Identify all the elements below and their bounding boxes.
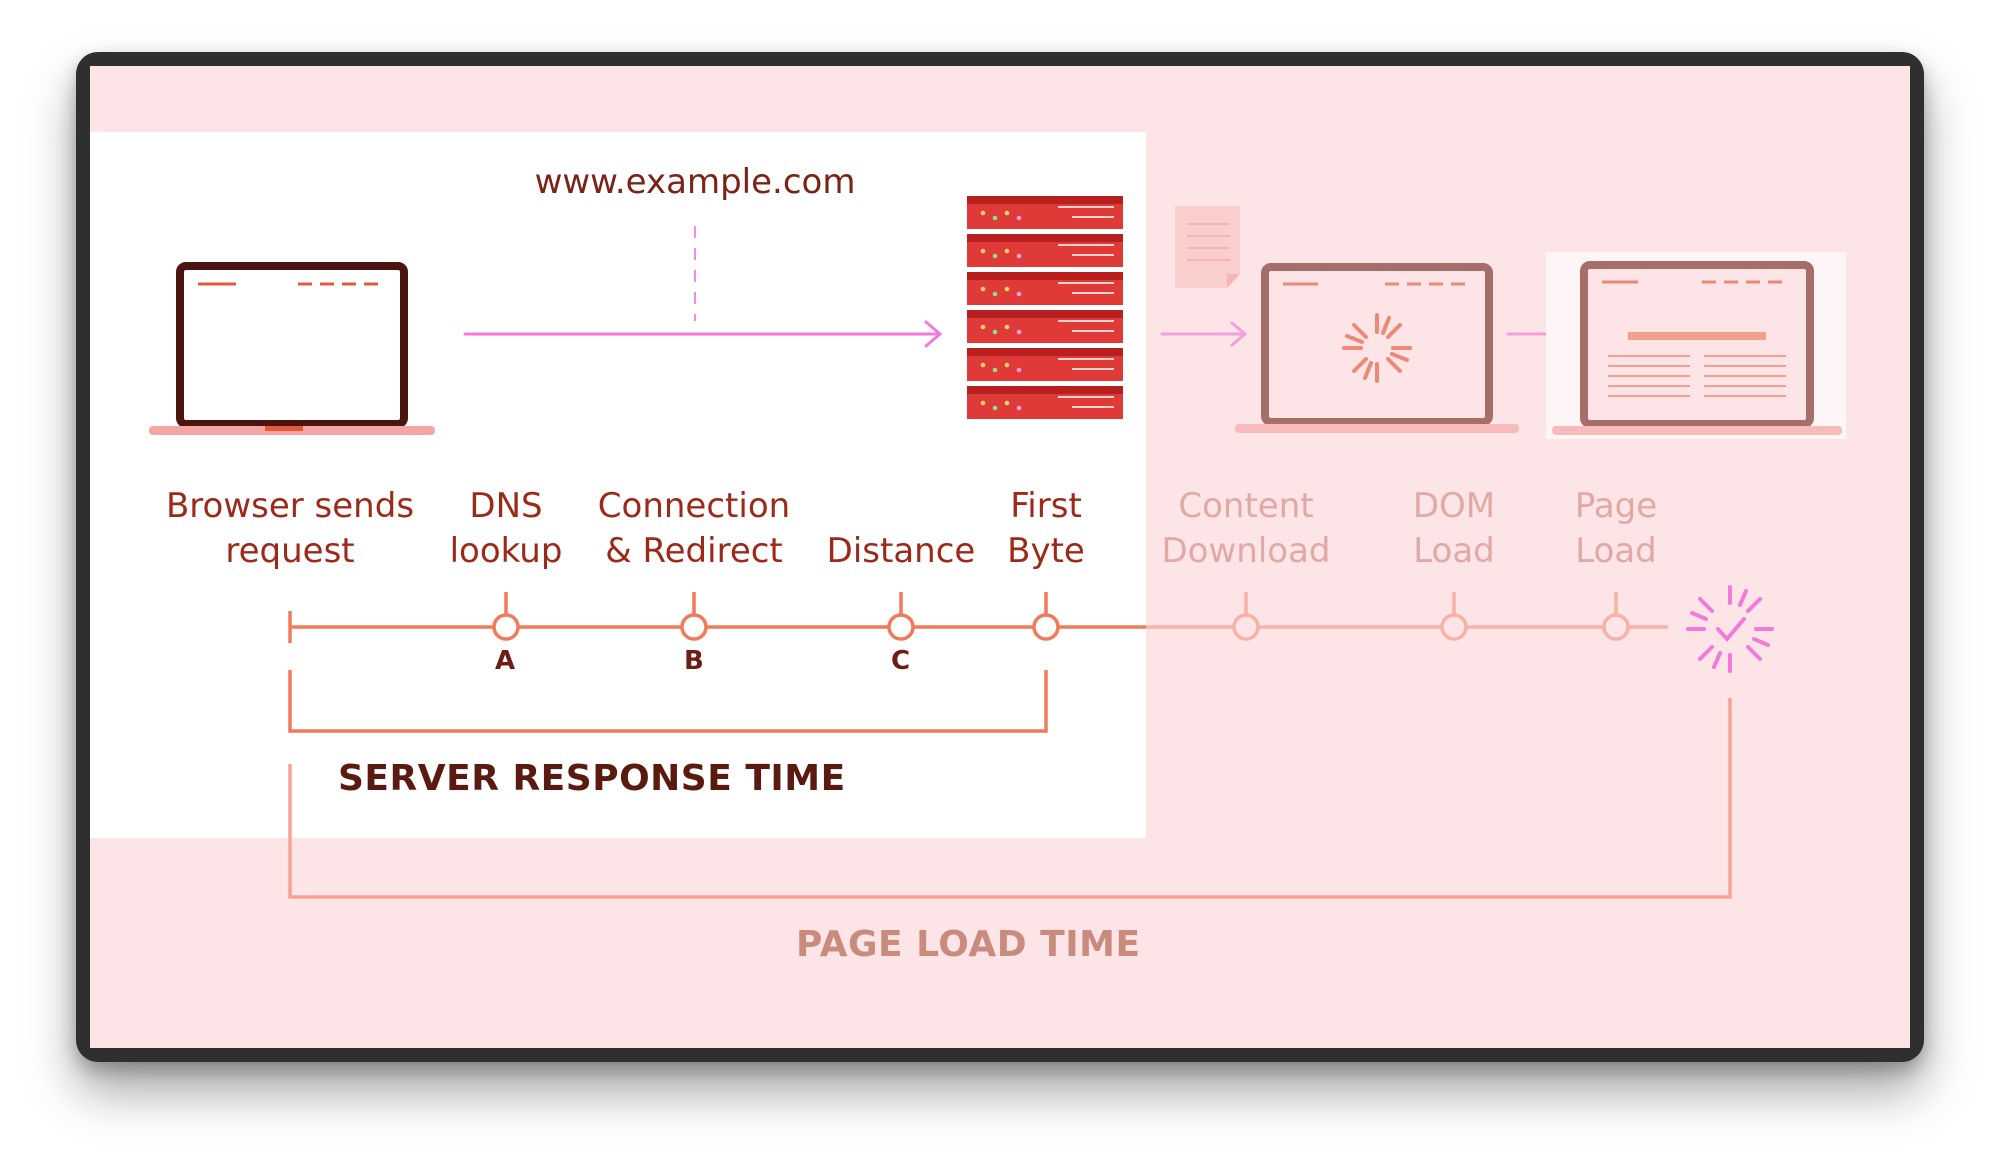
distance-node — [887, 613, 915, 641]
first-byte-node — [1032, 613, 1060, 641]
dom-load-node — [1440, 613, 1468, 641]
loading-spinner-icon — [1235, 263, 1519, 433]
stage-label-dns-line2: lookup — [449, 531, 563, 571]
stage-label-connection: Connection & Redirect — [574, 484, 814, 574]
download-arrow — [1160, 321, 1248, 347]
loaded-page-laptop-icon — [1546, 252, 1846, 439]
request-arrow — [463, 320, 943, 348]
stage-label-content-download-line1: Content — [1178, 486, 1314, 526]
page-load-node — [1602, 613, 1630, 641]
stage-label-browser: Browser sends request — [110, 484, 470, 574]
stage-label-dom-load-line1: DOM — [1412, 486, 1496, 526]
laptop-icon — [149, 262, 435, 435]
server-rack-icon — [966, 196, 1124, 420]
stage-label-connection-line2: & Redirect — [605, 531, 783, 571]
document-icon — [1175, 206, 1240, 288]
stage-label-dom-load-line2: Load — [1413, 531, 1495, 571]
diagram-graphics — [149, 196, 1846, 899]
check-icon — [1686, 585, 1774, 673]
stage-label-content-download-line2: Download — [1161, 531, 1331, 571]
connection-node — [680, 613, 708, 641]
stage-label-connection-line1: Connection — [597, 486, 791, 526]
stage-label-first-byte-line1: First — [1010, 486, 1082, 526]
diagram-screen: www.example.com Browser sends request DN… — [90, 66, 1910, 1048]
timeline-active — [288, 592, 1146, 643]
stage-label-page-load: Page Load — [1551, 484, 1681, 574]
server-response-time-heading: SERVER RESPONSE TIME — [338, 758, 846, 799]
stage-label-distance: Distance — [826, 531, 976, 571]
marker-a: A — [495, 646, 516, 676]
server-response-bracket — [288, 670, 1048, 733]
stage-label-page-load-line2: Load — [1575, 531, 1657, 571]
page-load-bracket — [288, 698, 1732, 899]
stage-label-dom-load: DOM Load — [1384, 484, 1524, 574]
marker-b: B — [684, 646, 704, 676]
marker-c: C — [891, 646, 911, 676]
stage-label-dns: DNS lookup — [426, 484, 586, 574]
stage-label-page-load-line1: Page — [1574, 486, 1658, 526]
stage-label-content-download: Content Download — [1146, 484, 1346, 574]
stage-label-browser-line1: Browser sends — [165, 486, 415, 526]
timeline-faded — [1146, 592, 1668, 641]
content-download-node — [1232, 613, 1260, 641]
stage-label-first-byte: First Byte — [976, 484, 1116, 574]
dns-node — [492, 613, 520, 641]
page-load-time-heading: PAGE LOAD TIME — [796, 924, 1141, 965]
stage-label-browser-line2: request — [225, 531, 355, 571]
url-label: www.example.com — [534, 162, 856, 202]
stage-label-first-byte-line2: Byte — [1007, 531, 1085, 571]
stage-label-dns-line1: DNS — [469, 486, 543, 526]
